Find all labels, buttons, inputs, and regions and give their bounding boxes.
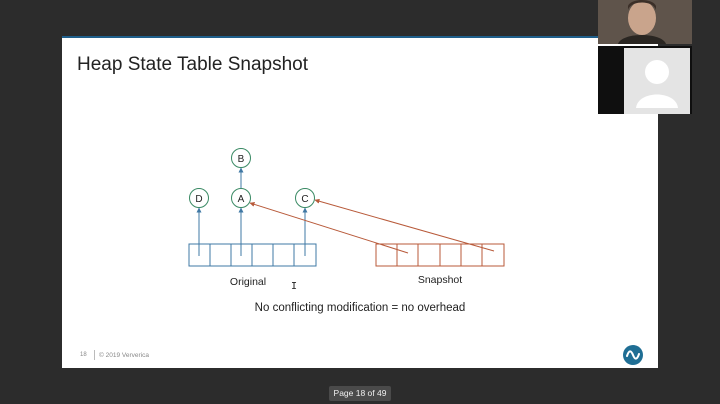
presentation-slide: Heap State Table Snapshot [62,36,658,368]
snapshot-label: Snapshot [418,274,462,286]
node-a-label: A [238,194,245,205]
arrow-snapshot-to-c [314,198,495,252]
person-silhouette-icon [624,48,690,114]
heap-snapshot-diagram: B D A C Original Snapshot [188,148,505,288]
original-label: Original [230,276,266,288]
participant-avatar-tile[interactable] [598,46,692,114]
participant-video-tile[interactable] [598,0,692,44]
node-a: A [231,188,251,208]
footer-divider [94,350,95,360]
original-table [188,243,317,267]
node-c: C [295,188,315,208]
slide-number: 18 [80,352,87,358]
arrow-snapshot-to-a [249,201,409,254]
node-b-label: B [238,154,245,165]
node-d: D [189,188,209,208]
footer-copyright: © 2019 Ververica [99,352,149,359]
node-c-label: C [301,194,308,205]
snapshot-table [375,243,505,267]
node-d-label: D [195,194,202,205]
participant-video-feed [598,0,692,44]
page-indicator: Page 18 of 49 [329,386,391,401]
ververica-logo-icon [623,345,643,365]
text-cursor-icon: I [291,281,298,292]
slide-caption: No conflicting modification = no overhea… [254,302,466,314]
node-b: B [231,148,251,168]
slide-title: Heap State Table Snapshot [77,54,308,75]
